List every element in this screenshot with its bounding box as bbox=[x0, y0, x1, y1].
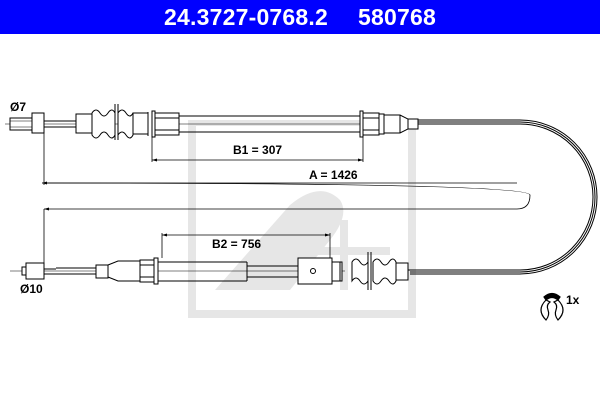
dimension-a-label: A = 1426 bbox=[309, 168, 358, 182]
dimension-b2-label: B2 = 756 bbox=[212, 237, 261, 251]
cable-loop bbox=[410, 119, 598, 275]
title-bar: 24.3727-0768.2 580768 bbox=[0, 0, 600, 34]
top-diameter-label: Ø7 bbox=[10, 100, 26, 114]
reference-number: 580768 bbox=[358, 3, 436, 30]
dimension-b1-label: B1 = 307 bbox=[233, 143, 282, 157]
clip-quantity-label: 1x bbox=[566, 293, 580, 307]
cable-drawing: Ø7 Ø10 B1 = 307 A = 1426 B2 = 756 1x bbox=[5, 100, 598, 321]
part-number: 24.3727-0768.2 bbox=[164, 3, 328, 30]
top-cable-assembly bbox=[5, 104, 520, 140]
dimension-lines bbox=[41, 133, 531, 263]
watermark-logo-icon bbox=[188, 120, 416, 318]
retaining-clip-icon bbox=[540, 292, 564, 321]
bottom-cable-assembly bbox=[10, 252, 412, 290]
bottom-diameter-label: Ø10 bbox=[20, 282, 43, 296]
